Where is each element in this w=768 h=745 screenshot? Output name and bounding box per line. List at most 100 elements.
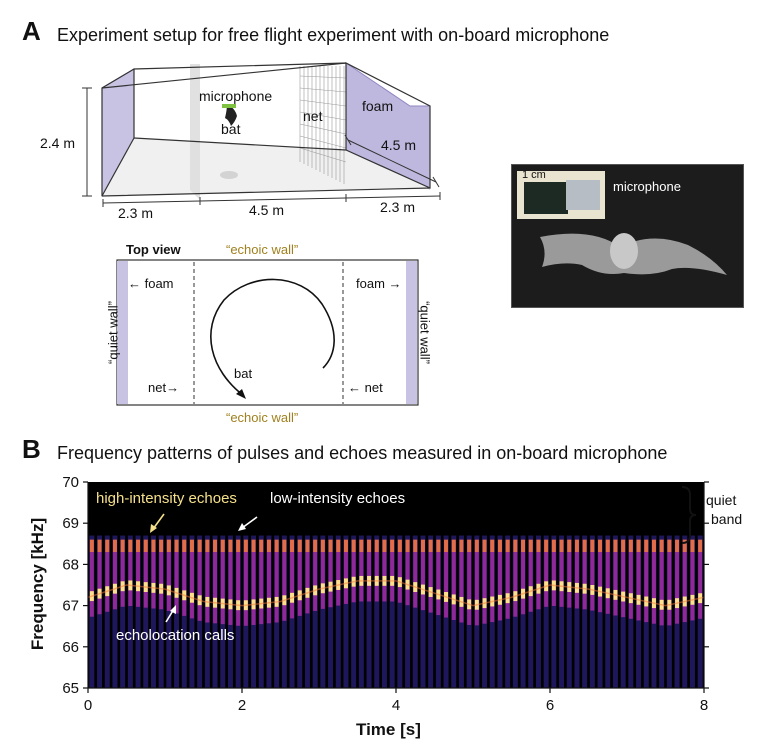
pulse-top: [505, 539, 510, 553]
flight-arrowhead: [236, 389, 246, 399]
pulse-top: [667, 539, 672, 553]
pulse-top: [590, 539, 595, 553]
pulse-top: [651, 539, 656, 553]
pulse-band: [120, 535, 126, 688]
pulse-echo: [397, 539, 402, 603]
pulse-echo: [220, 539, 225, 625]
spectrogram-marks: [87, 535, 705, 688]
pulse-top: [351, 539, 356, 553]
y-tick-label: 70: [62, 474, 79, 491]
pulse-top: [97, 539, 102, 553]
pulse-echo: [505, 539, 510, 619]
pulse-band: [135, 535, 141, 688]
pulse-band: [551, 535, 557, 688]
pulse-band: [374, 535, 380, 688]
low-echo-arrow: [241, 516, 258, 529]
pulse-top: [243, 539, 248, 553]
pulse-band: [158, 535, 164, 688]
pulse-band: [405, 535, 411, 688]
pulse-echo: [305, 539, 310, 614]
pulse-top: [644, 539, 649, 553]
pulse-echo: [266, 539, 271, 624]
pulse-echo: [574, 539, 579, 609]
pulse-echo: [459, 539, 464, 623]
pulse-top: [182, 539, 187, 553]
pulse-top: [343, 539, 348, 553]
pulse-top: [513, 539, 518, 553]
pulse-echo: [444, 539, 449, 618]
pulse-band: [559, 535, 565, 688]
pulse-echo: [490, 539, 495, 623]
pulse-band: [358, 535, 364, 688]
pulse-band: [351, 535, 357, 688]
annotation-low-intensity: low-intensity echoes: [270, 490, 406, 507]
y-tick-label: 68: [62, 556, 79, 573]
dim-left: 2.3 m: [118, 205, 154, 221]
pulse-top: [128, 539, 133, 553]
top-view-foam-left: [117, 261, 128, 404]
pulse-top: [536, 539, 541, 553]
pulse-top: [467, 539, 472, 553]
x-tick-label: 8: [700, 697, 708, 714]
quiet-band-label-1: quiet: [706, 492, 737, 508]
dim-height: 2.4 m: [40, 135, 76, 151]
pulse-echo: [174, 539, 179, 614]
pulse-band: [150, 535, 156, 688]
pulse-echo: [675, 539, 680, 624]
pulse-top: [374, 539, 379, 553]
pulse-top: [297, 539, 302, 553]
pulse-echo: [698, 539, 703, 619]
pulse-band: [566, 535, 572, 688]
pulse-top: [698, 539, 703, 553]
pulse-echo: [97, 539, 102, 615]
circuit-board: [524, 182, 568, 214]
pulse-top: [636, 539, 641, 553]
pulse-top: [143, 539, 148, 553]
echoic-wall-bottom: “echoic wall”: [226, 410, 299, 425]
pulse-echo: [544, 539, 549, 607]
pulse-echo: [405, 539, 410, 606]
spectrogram-background: [88, 482, 704, 688]
pulse-top: [574, 539, 579, 553]
bat-icon: [225, 104, 237, 126]
pulse-echo: [105, 539, 110, 612]
pulse-echo: [297, 539, 302, 616]
pulse-top: [444, 539, 449, 553]
pulse-top: [120, 539, 125, 553]
pulse-echo: [513, 539, 518, 617]
pulse-echo: [351, 539, 356, 603]
top-view-bat-label: bat: [234, 366, 253, 381]
pulse-top: [359, 539, 364, 553]
pulse-top: [390, 539, 395, 553]
pulse-echo: [605, 539, 610, 614]
pulse-band: [389, 535, 395, 688]
pulse-top: [567, 539, 572, 553]
x-axis-label: Time [s]: [356, 720, 421, 739]
pulse-top: [521, 539, 526, 553]
echoic-wall-top: “echoic wall”: [226, 242, 299, 257]
x-tick-label: 6: [546, 697, 554, 714]
pulse-band: [397, 535, 403, 688]
pulse-echo: [551, 539, 556, 607]
pulse-band: [112, 535, 118, 688]
pulse-echo: [467, 539, 472, 625]
pulse-top: [428, 539, 433, 553]
pulse-band: [535, 535, 541, 688]
panel-b-letter: B: [22, 434, 41, 464]
y-tick-label: 69: [62, 515, 79, 532]
pulse-echo: [251, 539, 256, 625]
y-tick-label: 66: [62, 639, 79, 656]
pulse-band: [528, 535, 534, 688]
pulse-top: [336, 539, 341, 553]
pulse-echo: [451, 539, 456, 621]
bat-body: [610, 233, 638, 269]
pulse-top: [266, 539, 271, 553]
pulse-echo: [659, 539, 664, 626]
pulse-echo: [243, 539, 248, 626]
net-grid: [299, 66, 347, 184]
top-view-foam-left-label: ← foam: [128, 276, 174, 291]
top-view-net-left-label: net→: [148, 380, 180, 395]
pulse-echo: [290, 539, 295, 619]
dim-depth: 4.5 m: [381, 137, 417, 153]
pulse-top: [682, 539, 687, 553]
